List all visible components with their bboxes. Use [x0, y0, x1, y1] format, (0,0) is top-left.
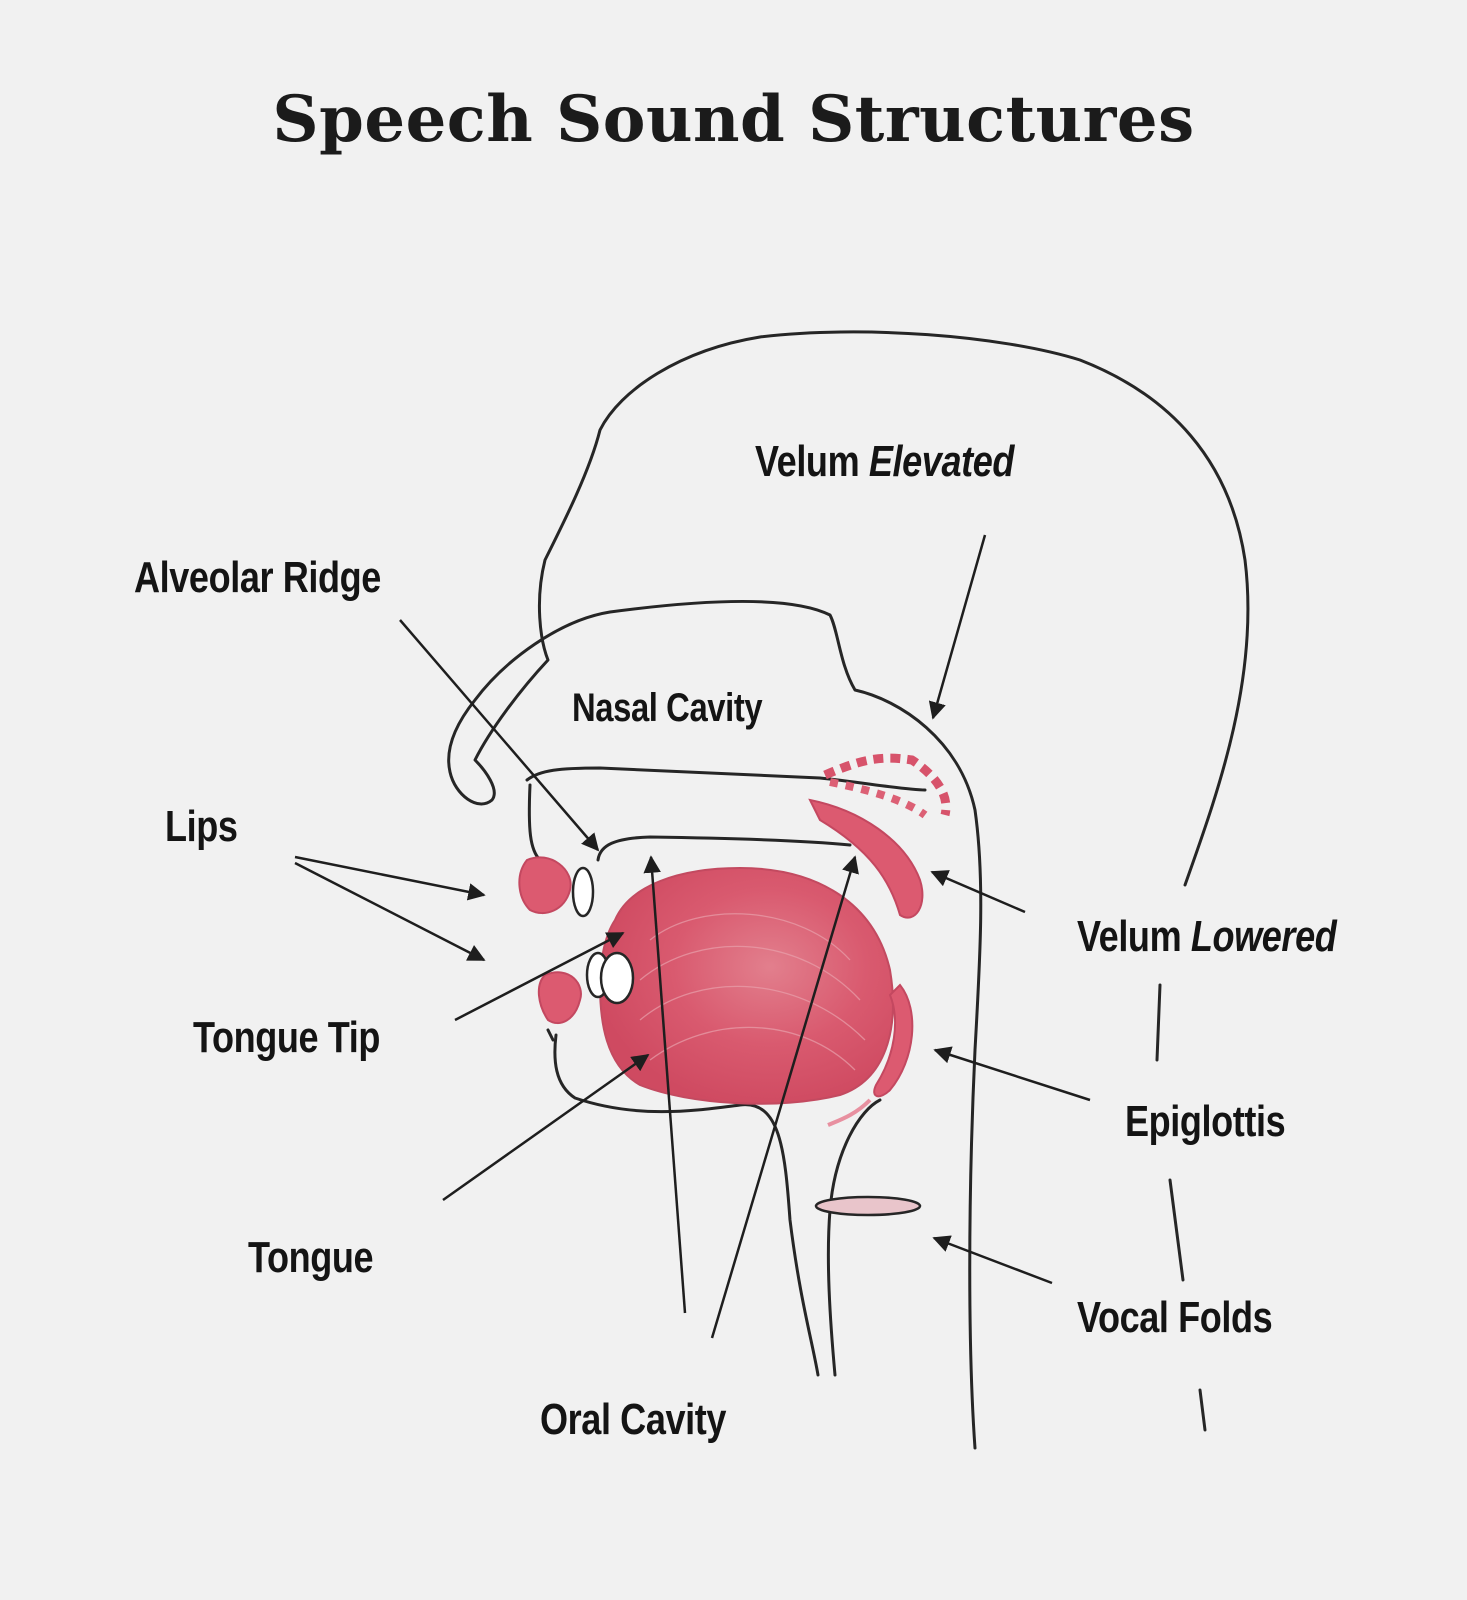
- label-tongue: Tongue: [248, 1233, 374, 1282]
- label-vocal-folds: Vocal Folds: [1077, 1293, 1273, 1342]
- pointer-tongue: [442, 1053, 650, 1202]
- label-velum-lowered-state: Lowered: [1190, 912, 1337, 961]
- pointer-velum-lowered: [930, 870, 1026, 914]
- pointer-oral-cavity-left: [643, 855, 687, 1314]
- label-velum-elevated: Velum Elevated: [755, 437, 1014, 487]
- upper-lip-outline: [527, 783, 542, 862]
- pointer-arrows: [294, 534, 1091, 1339]
- pointer-tongue-tip: [454, 931, 625, 1022]
- label-epiglottis: Epiglottis: [1125, 1097, 1286, 1146]
- pointer-lips-lower: [294, 861, 486, 962]
- oral-cavity-outline: [596, 835, 852, 862]
- label-lips: Lips: [165, 802, 238, 851]
- label-velum-lowered-main: Velum: [1077, 912, 1182, 961]
- lower-tooth-2: [599, 951, 635, 1005]
- tongue-body: [598, 866, 894, 1105]
- pharynx-line: [826, 1098, 882, 1377]
- epiglottis: [873, 983, 914, 1098]
- velum-lowered: [808, 798, 924, 919]
- label-velum-lowered: Velum Lowered: [1077, 912, 1337, 962]
- pointer-alveolar-ridge: [399, 619, 600, 852]
- jaw-outline: [553, 1033, 820, 1377]
- label-nasal-cavity: Nasal Cavity: [572, 686, 763, 730]
- upper-lip: [518, 856, 572, 915]
- label-alveolar-ridge: Alveolar Ridge: [134, 553, 381, 602]
- label-oral-cavity: Oral Cavity: [540, 1395, 727, 1444]
- pointer-epiglottis: [933, 1046, 1091, 1102]
- upper-tooth: [571, 866, 595, 918]
- label-velum-elevated-state: Elevated: [868, 437, 1015, 486]
- neck-back-line: [1198, 1388, 1207, 1432]
- neck-back-line: [1168, 1178, 1185, 1282]
- vocal-folds: [814, 1195, 922, 1217]
- palate-line: [525, 766, 927, 792]
- pointer-vocal-folds: [932, 1235, 1053, 1285]
- pointer-oral-cavity-right: [710, 855, 859, 1339]
- velum-elevated: [823, 753, 951, 817]
- head-outline: [447, 330, 1250, 1450]
- label-tongue-tip: Tongue Tip: [193, 1013, 380, 1062]
- pointer-lips-upper: [294, 855, 486, 901]
- label-velum-elevated-main: Velum: [755, 437, 860, 486]
- neck-back-line: [1155, 983, 1162, 1062]
- pointer-velum-elevated: [928, 534, 987, 720]
- lower-lip: [537, 971, 582, 1025]
- diagram-title: Speech Sound Structures: [272, 82, 1195, 157]
